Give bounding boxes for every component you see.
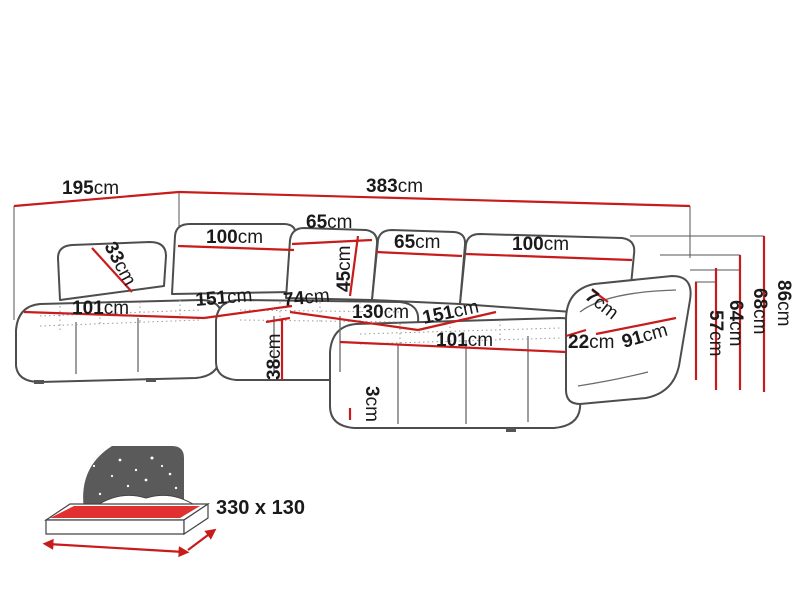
label-back-100a: 100cm [206, 227, 263, 248]
label-chaise-101-right: 101cm [436, 330, 493, 351]
label-leg-3: 3cm [361, 386, 382, 422]
bed-function-icon [42, 446, 217, 558]
label-armrest-22: 22cm [568, 332, 614, 353]
dimension-lines [23, 235, 677, 420]
label-height-57: 57cm [705, 310, 726, 356]
label-width-195: 195cm [62, 178, 119, 199]
label-back-65a: 65cm [306, 212, 352, 233]
height-guides [630, 235, 766, 392]
width-195-line [13, 190, 180, 208]
label-back-100b: 100cm [512, 234, 569, 255]
overall-width-guides [13, 190, 691, 320]
leg [146, 378, 156, 382]
label-back-45: 45cm [334, 246, 355, 292]
leg [506, 428, 516, 432]
label-middle-130: 130cm [352, 302, 409, 323]
label-seat-height-38: 38cm [264, 334, 285, 380]
leg [34, 380, 44, 384]
label-back-65b: 65cm [394, 232, 440, 253]
label-seat-74: 74cm [282, 285, 330, 311]
label-height-86: 86cm [773, 280, 794, 326]
label-chaise-101-left: 101cm [72, 298, 129, 319]
sofa-drawing [15, 223, 692, 432]
label-chaise-151-left: 151cm [195, 285, 254, 311]
label-height-64: 64cm [725, 300, 746, 346]
width-383-line [178, 190, 691, 208]
label-height-68: 68cm [749, 288, 770, 334]
label-width-383: 383cm [366, 176, 423, 197]
sleeping-area-label: 330 x 130 [216, 497, 305, 519]
